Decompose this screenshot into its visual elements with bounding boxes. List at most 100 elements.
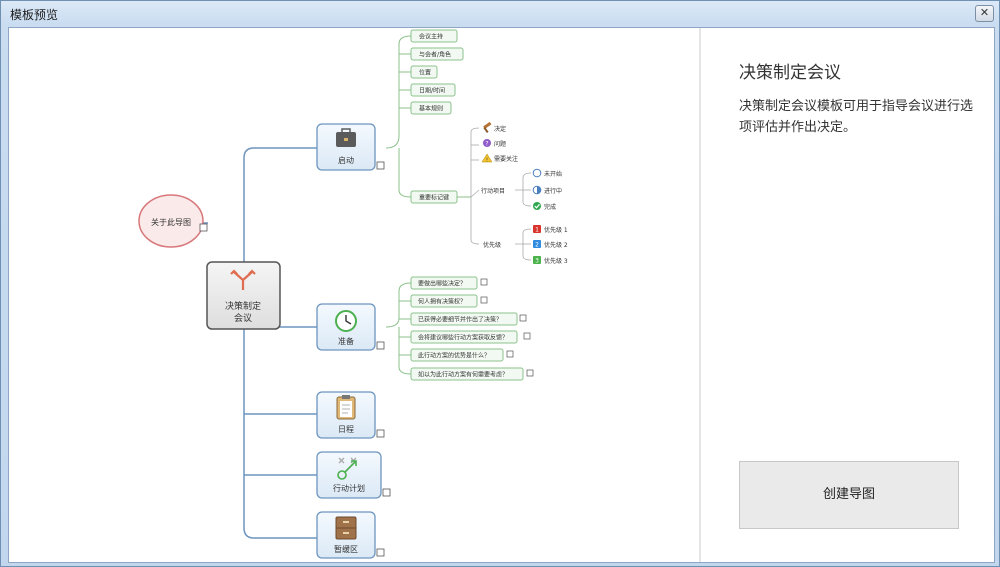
create-map-button[interactable]: 创建导图 (739, 461, 959, 529)
svg-text:此行动方案的优势是什么？: 此行动方案的优势是什么？ (418, 352, 490, 360)
marker-key-connectors (470, 127, 532, 261)
leaf-zhunbei-2[interactable]: 已获得必要细节并作出了决策？ (410, 312, 527, 326)
split-arrow-icon (230, 269, 256, 290)
strategy-icon (337, 457, 357, 480)
leaf-qidong-2[interactable]: 位置 (410, 65, 438, 79)
svg-text:2: 2 (535, 242, 539, 249)
svg-text:会将建议哪些行动方案获取反馈？: 会将建议哪些行动方案获取反馈？ (418, 334, 508, 342)
svg-text:优先级: 优先级 (483, 241, 501, 249)
clipboard-icon (336, 395, 356, 420)
branch-zancun[interactable]: 暂缓区 (316, 511, 385, 559)
note-icon (506, 350, 514, 358)
leaf-zhunbei-3[interactable]: 会将建议哪些行动方案获取反馈？ (410, 330, 531, 344)
svg-text:行动计划: 行动计划 (333, 483, 365, 493)
template-title: 决策制定会议 (739, 63, 841, 83)
check-icon (533, 202, 541, 210)
svg-text:位置: 位置 (419, 69, 431, 77)
central-topic[interactable]: 决策制定 会议 (206, 261, 281, 330)
note-icon (523, 332, 531, 340)
central-line2: 会议 (234, 312, 252, 324)
svg-text:优先级 3: 优先级 3 (544, 257, 568, 265)
main-connectors (199, 147, 317, 539)
central-line1: 决策制定 (225, 300, 261, 312)
svg-text:基本规则: 基本规则 (419, 105, 443, 113)
qidong-leaves: 会议主持 与会者/角色 位置 日期/时间 基本规则 重要标记键 (410, 29, 464, 204)
panel-divider[interactable] (699, 28, 701, 562)
svg-text:问题: 问题 (494, 140, 506, 148)
leaf-zhunbei-5[interactable]: 如以为此行动方案有何需要考虑？ (410, 367, 534, 381)
leaf-zhunbei-1[interactable]: 何人拥有决策权？ (410, 294, 488, 308)
svg-text:进行中: 进行中 (544, 187, 562, 195)
svg-text:1: 1 (535, 227, 539, 234)
note-icon (382, 488, 391, 497)
title-bar: 模板预览 ✕ (1, 1, 999, 26)
template-description: 决策制定会议模板可用于指导会议进行选项评估并作出决定。 (739, 99, 974, 135)
svg-text:启动: 启动 (338, 155, 354, 165)
svg-text:优先级 2: 优先级 2 (544, 241, 568, 249)
note-icon (376, 429, 385, 438)
priority-1-icon: 1 (533, 225, 541, 234)
description-panel: 决策制定会议 决策制定会议模板可用于指导会议进行选项评估并作出决定。 创建导图 (701, 28, 994, 562)
branch-qidong[interactable]: 启动 (316, 123, 385, 171)
question-icon: ? (483, 139, 491, 148)
briefcase-icon (336, 128, 356, 147)
svg-text:日期/时间: 日期/时间 (419, 87, 445, 95)
svg-text:决定: 决定 (494, 125, 506, 133)
about-node[interactable]: 关于此导图 (138, 194, 208, 248)
branch-zhunbei[interactable]: 准备 (316, 303, 385, 351)
svg-text:要做出哪些决定？: 要做出哪些决定？ (418, 280, 466, 288)
note-icon (519, 314, 527, 322)
note-icon (376, 341, 385, 350)
svg-text:需要关注: 需要关注 (494, 155, 518, 163)
note-icon (199, 223, 208, 232)
svg-text:何人拥有决策权？: 何人拥有决策权？ (418, 298, 466, 306)
cabinet-icon (335, 516, 357, 540)
note-icon (376, 548, 385, 557)
note-icon (480, 278, 488, 286)
marker-key: 决定 ? 问题 ! 需要关注 行动项目 未开始 进行中 完成 优先级 1 优先级… (481, 121, 568, 265)
svg-text:3: 3 (535, 258, 539, 265)
zhunbei-leaves: 要做出哪些决定？ 何人拥有决策权？ 已获得必要细节并作出了决策？ 会将建议哪些行… (410, 276, 534, 381)
svg-text:!: ! (486, 158, 488, 164)
branch-richeng[interactable]: 日程 (316, 391, 385, 439)
mindmap-canvas[interactable]: 关于此导图 决策制定 会议 (9, 28, 699, 562)
progress-half-icon (532, 185, 542, 195)
note-icon (480, 296, 488, 304)
svg-text:完成: 完成 (544, 203, 556, 211)
close-button[interactable]: ✕ (975, 5, 994, 22)
leaf-qidong-3[interactable]: 日期/时间 (410, 83, 456, 97)
svg-text:已获得必要细节并作出了决策？: 已获得必要细节并作出了决策？ (418, 316, 502, 324)
svg-text:重要标记键: 重要标记键 (419, 194, 449, 202)
svg-text:日程: 日程 (338, 425, 354, 434)
leaf-qidong-5[interactable]: 重要标记键 (410, 190, 458, 204)
svg-text:与会者/角色: 与会者/角色 (419, 51, 451, 59)
priority-2-icon: 2 (533, 240, 541, 249)
leaf-qidong-0[interactable]: 会议主持 (410, 29, 458, 43)
note-icon (526, 369, 534, 377)
note-icon (376, 161, 385, 170)
client-area: 关于此导图 决策制定 会议 (8, 27, 995, 563)
svg-text:会议主持: 会议主持 (419, 33, 443, 41)
svg-text:优先级 1: 优先级 1 (544, 226, 568, 234)
clock-icon (335, 310, 357, 332)
zhunbei-connectors (385, 282, 412, 375)
priority-3-icon: 3 (533, 256, 541, 265)
svg-text:未开始: 未开始 (544, 170, 562, 178)
svg-text:行动项目: 行动项目 (481, 187, 505, 195)
svg-text:?: ? (485, 141, 488, 148)
svg-text:准备: 准备 (338, 336, 354, 346)
qidong-connectors (385, 35, 471, 198)
mindmap-svg: 关于此导图 决策制定 会议 (138, 29, 568, 559)
window-title: 模板预览 (10, 8, 59, 22)
leaf-zhunbei-4[interactable]: 此行动方案的优势是什么？ (410, 348, 514, 362)
branch-xingdong[interactable]: 行动计划 (316, 451, 391, 499)
svg-text:如以为此行动方案有何需要考虑？: 如以为此行动方案有何需要考虑？ (418, 371, 508, 379)
about-label: 关于此导图 (151, 217, 191, 227)
gavel-icon (483, 121, 492, 134)
leaf-zhunbei-0[interactable]: 要做出哪些决定？ (410, 276, 488, 290)
svg-text:暂缓区: 暂缓区 (334, 544, 358, 554)
leaf-qidong-4[interactable]: 基本规则 (410, 101, 452, 115)
leaf-qidong-1[interactable]: 与会者/角色 (410, 47, 464, 61)
warning-icon: ! (481, 153, 493, 164)
